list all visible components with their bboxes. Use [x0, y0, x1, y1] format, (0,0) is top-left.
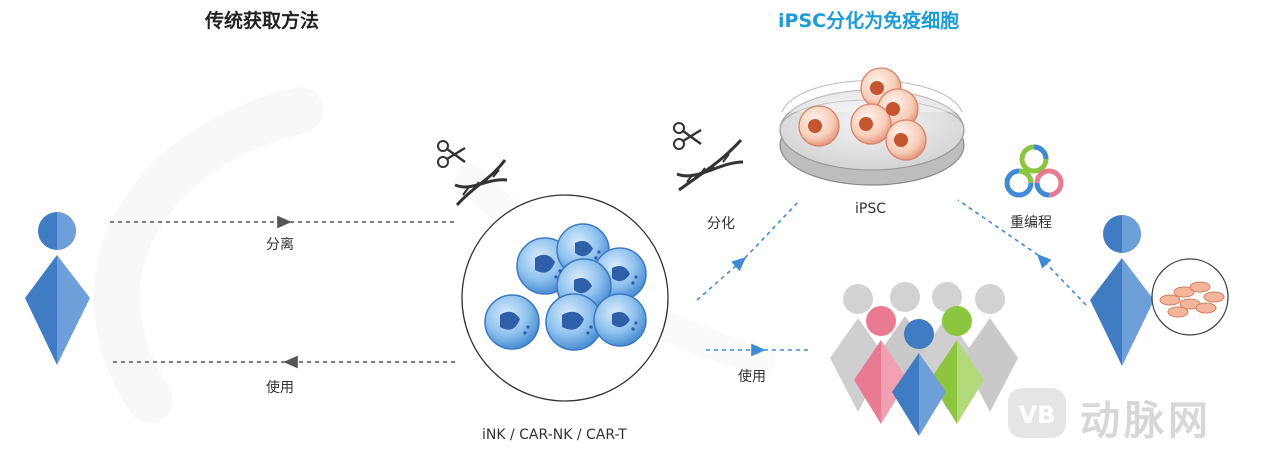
- watermark-swirl: [93, 87, 775, 423]
- scissors-dna-icon: [437, 140, 508, 207]
- svg-text:VB: VB: [1019, 401, 1056, 429]
- patient-group-icon: [830, 282, 1018, 436]
- differentiate-arrow-tail: [744, 199, 801, 259]
- use-left-label: 使用: [266, 380, 294, 396]
- immune-cell-icon: [484, 223, 647, 351]
- right-title: iPSC分化为免疫细胞: [778, 10, 960, 32]
- watermark-logo-icon: VB: [1008, 388, 1066, 438]
- reprogram-label: 重编程: [1010, 215, 1052, 231]
- watermark-logo-text: 动脉网: [1080, 398, 1212, 444]
- immune-cell-cluster: [461, 194, 669, 402]
- plasmid-icon: [1004, 144, 1064, 198]
- differentiate-arrow: [696, 256, 747, 301]
- separate-label: 分离: [266, 237, 294, 253]
- scissors-dna-icon: [673, 122, 744, 192]
- reprogram-arrow-tail: [957, 199, 1039, 256]
- use-right-label: 使用: [738, 369, 766, 385]
- ipsc-dish-icon: [779, 67, 965, 186]
- ipsc-label: iPSC: [855, 201, 886, 217]
- left-title: 传统获取方法: [205, 10, 320, 32]
- patient-person-icon: [1090, 215, 1229, 366]
- donor-person-icon: [25, 212, 90, 365]
- reprogram-arrow: [1036, 253, 1087, 306]
- cell-type-label: iNK / CAR-NK / CAR-T: [482, 427, 627, 443]
- differentiate-label: 分化: [707, 216, 735, 232]
